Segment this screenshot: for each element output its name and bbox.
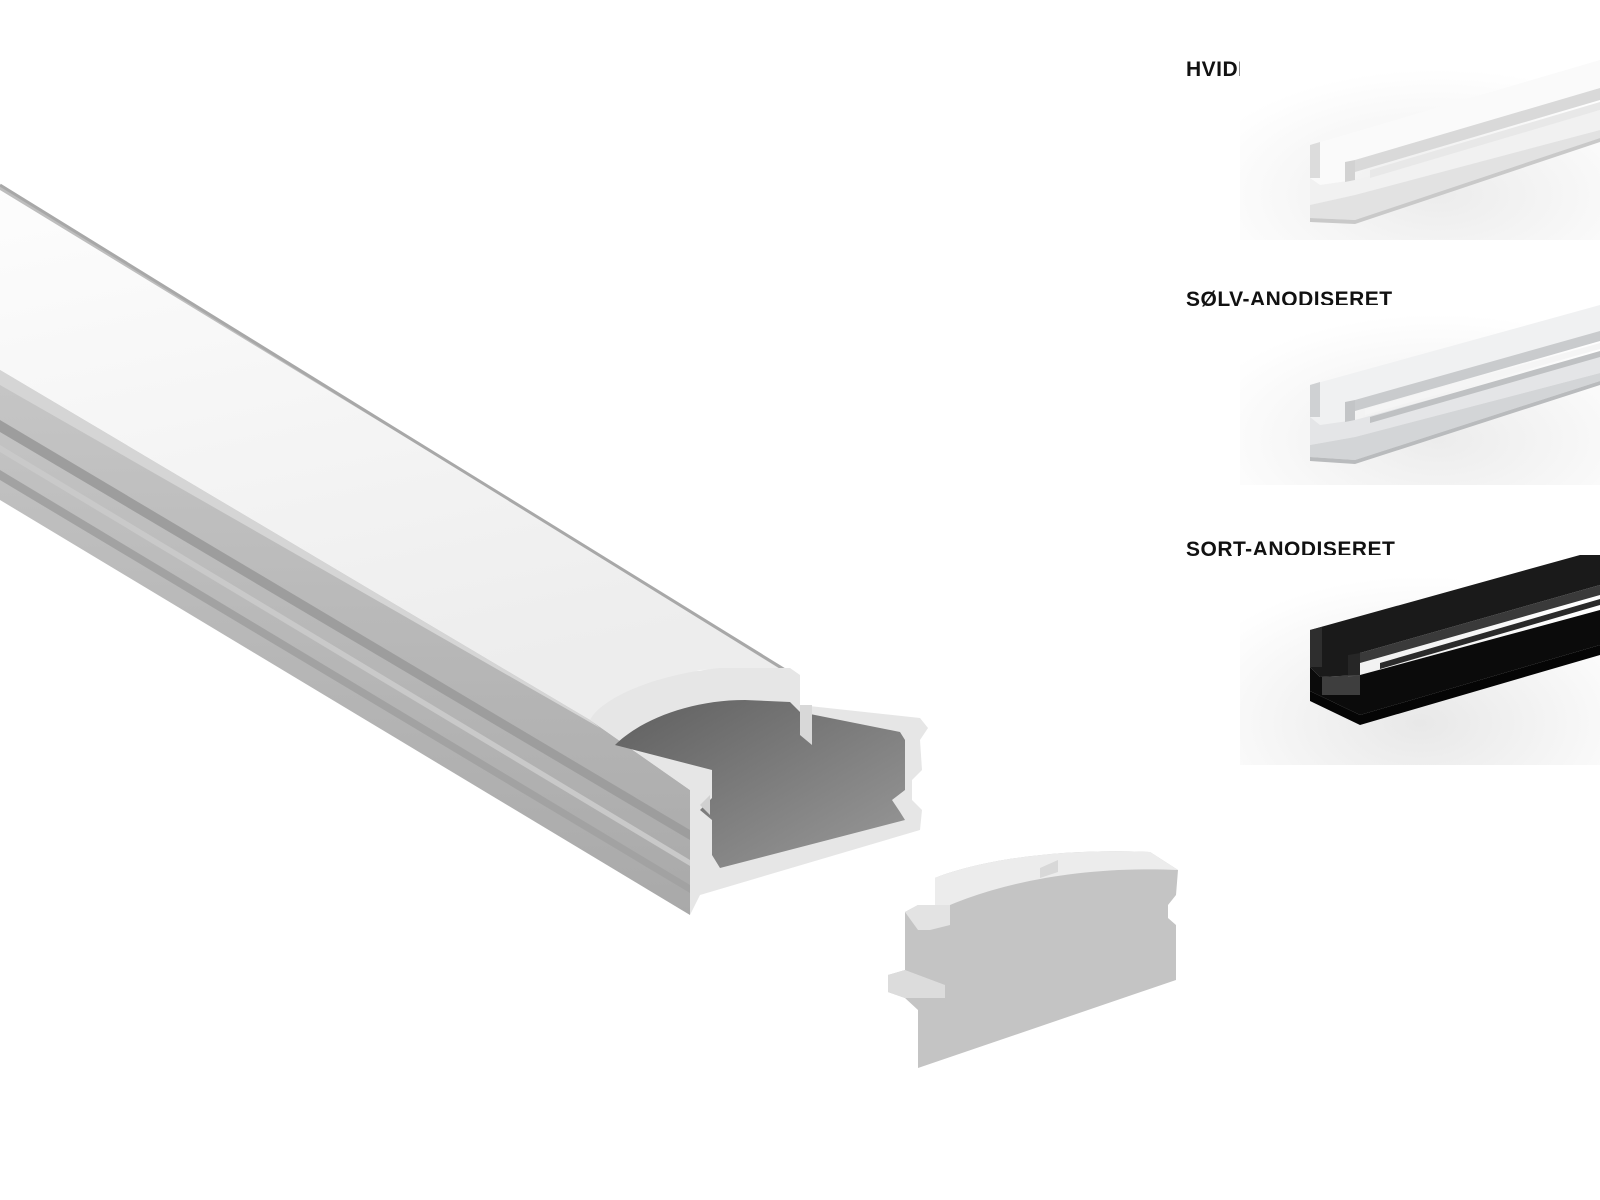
profile-end-face <box>590 668 928 915</box>
black-profile-thumbnail <box>1240 555 1600 765</box>
end-cap <box>888 851 1178 1068</box>
profile-body <box>0 370 690 915</box>
diffuser-cover <box>0 183 795 720</box>
silver-profile-thumbnail <box>1240 305 1600 485</box>
white-profile-thumbnail <box>1240 60 1600 240</box>
